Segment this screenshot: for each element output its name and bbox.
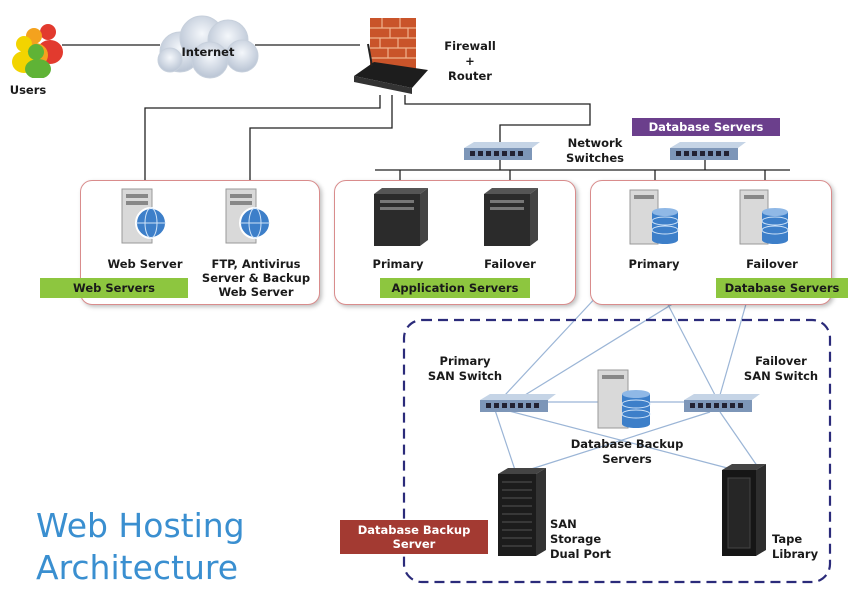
san-storage-label-line1: SAN — [550, 517, 577, 531]
internet-cloud-icon — [150, 10, 265, 82]
primary-san-switch-icon — [478, 392, 558, 414]
tape-library-label-line1: Tape — [772, 532, 803, 546]
users-label: Users — [9, 83, 47, 97]
failover-san-switch-icon — [682, 392, 762, 414]
database-backup-label-line1: Database Backup — [570, 437, 684, 451]
db-primary-label: Primary — [628, 257, 680, 271]
primary-san-label-line2: SAN Switch — [427, 369, 503, 383]
diagram-title-line2: Architecture — [36, 548, 239, 587]
firewall-label-line1: Firewall — [444, 39, 496, 53]
database-backup-label-line2: Servers — [602, 452, 652, 466]
db-failover-label: Failover — [746, 257, 798, 271]
firewall-label-line2: + — [465, 54, 475, 68]
ftp-server-label-line1: FTP, Antivirus — [211, 257, 301, 271]
app-primary-server-icon — [370, 186, 430, 248]
san-region-border — [402, 318, 832, 584]
application-servers-tag: Application Servers — [380, 278, 530, 298]
firewall-router-icon — [350, 14, 430, 98]
internet-label: Internet — [181, 45, 235, 59]
diagram-title-line1: Web Hosting — [36, 506, 245, 545]
network-switch-icon — [668, 140, 748, 162]
ftp-server-label-line2: Server & Backup — [201, 271, 311, 285]
ftp-server-icon — [222, 185, 274, 247]
app-failover-label: Failover — [484, 257, 536, 271]
network-switches-label-line1: Network — [567, 136, 623, 150]
san-storage-label-line2: Storage — [550, 532, 602, 546]
web-server-icon — [118, 185, 170, 247]
firewall-label-line3: Router — [448, 69, 492, 83]
network-switch-icon — [462, 140, 542, 162]
network-switches-label-line2: Switches — [566, 151, 624, 165]
san-storage-label-line3: Dual Port — [550, 547, 611, 561]
database-servers-top-tag: Database Servers — [632, 118, 780, 136]
web-server-label: Web Server — [107, 257, 183, 271]
database-backup-tag-line1: Database Backup — [357, 523, 471, 537]
san-storage-icon — [494, 466, 548, 558]
database-backup-server-icon — [594, 366, 656, 432]
database-backup-server-tag: Database Backup Server — [340, 520, 488, 554]
tape-library-label-line2: Library — [772, 547, 819, 561]
database-servers-tag: Database Servers — [716, 278, 848, 298]
failover-san-label-line2: SAN Switch — [743, 369, 819, 383]
ftp-server-label-line3: Web Server — [218, 285, 294, 299]
primary-san-label-line1: Primary — [439, 354, 491, 368]
web-servers-tag: Web Servers — [40, 278, 188, 298]
db-failover-server-icon — [736, 186, 794, 248]
app-failover-server-icon — [480, 186, 540, 248]
database-backup-tag-line2: Server — [392, 537, 436, 551]
app-primary-label: Primary — [372, 257, 424, 271]
failover-san-label-line1: Failover — [755, 354, 807, 368]
tape-library-icon — [718, 462, 768, 558]
users-icon — [10, 22, 66, 79]
db-primary-server-icon — [626, 186, 684, 248]
